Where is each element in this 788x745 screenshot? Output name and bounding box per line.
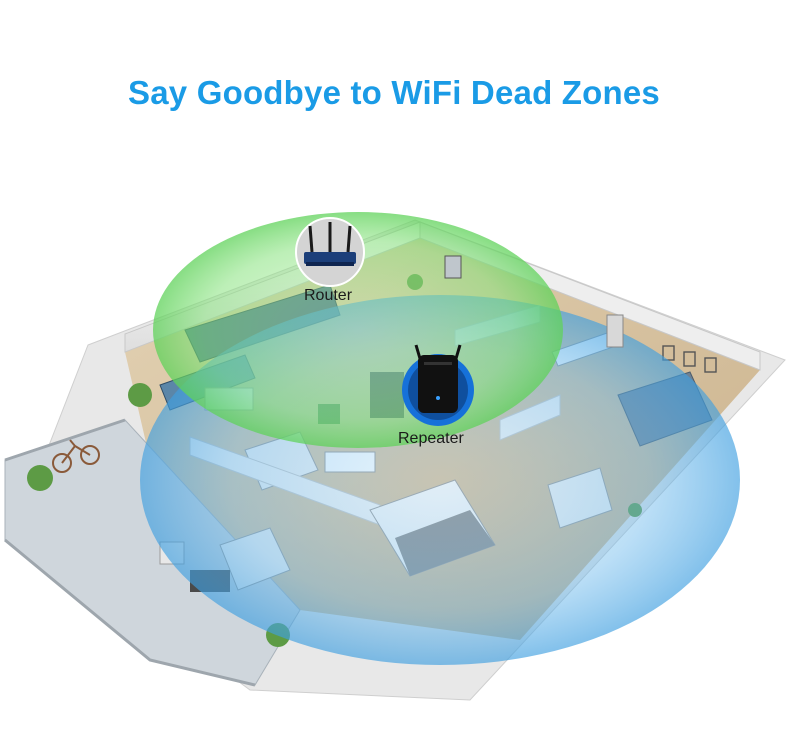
wall-mirror [444, 255, 462, 279]
router-icon [295, 217, 365, 287]
wall-frames [662, 345, 717, 373]
repeater-icon [402, 344, 474, 426]
door-right [606, 314, 624, 348]
terrace-railing-front [4, 538, 256, 687]
bicycle-icon [52, 439, 100, 473]
page-title: Say Goodbye to WiFi Dead Zones [128, 74, 660, 111]
router-label: Router [304, 287, 353, 304]
terrace-railing [4, 418, 126, 462]
repeater-label: Repeater [398, 430, 464, 447]
